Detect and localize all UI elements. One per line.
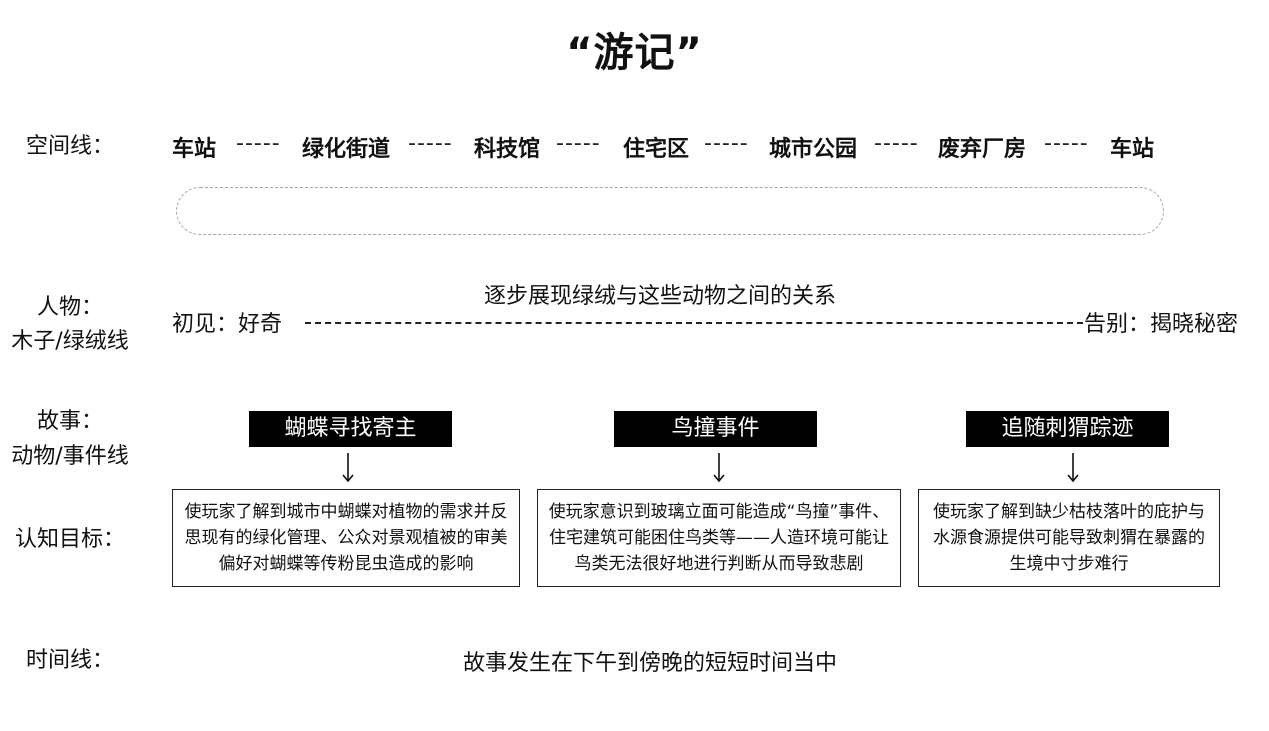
arrow-down-icon bbox=[342, 453, 354, 483]
place-abandoned-factory: 废弃厂房 bbox=[938, 137, 1027, 162]
character-line-label: 人物： bbox=[36, 295, 103, 320]
place-science-museum: 科技馆 bbox=[474, 137, 541, 162]
goal-hedgehog: 使玩家了解到缺少枯枝落叶的庇护与水源食源提供可能导致刺猬在暴露的生境中寸步难行 bbox=[918, 489, 1220, 587]
story-line-sublabel: 动物/事件线 bbox=[11, 444, 129, 469]
connector-1: ----- bbox=[236, 131, 281, 156]
event-bird-strike: 鸟撞事件 bbox=[614, 411, 817, 447]
event-hedgehog: 追随刺猬踪迹 bbox=[966, 411, 1169, 447]
character-line-sublabel: 木子/绿绒线 bbox=[11, 329, 129, 354]
page-title: “游记” bbox=[566, 30, 703, 76]
time-line-label: 时间线： bbox=[25, 648, 114, 673]
event-butterfly: 蝴蝶寻找寄主 bbox=[249, 411, 452, 447]
connector-4: ----- bbox=[704, 131, 749, 156]
connector-5: ----- bbox=[874, 131, 919, 156]
time-line-text: 故事发生在下午到傍晚的短短时间当中 bbox=[462, 651, 837, 676]
space-line-label: 空间线： bbox=[25, 134, 114, 159]
arrow-down-icon bbox=[713, 453, 725, 483]
connector-6: ----- bbox=[1044, 131, 1089, 156]
character-line-dashed bbox=[305, 322, 1083, 324]
place-station-end: 车站 bbox=[1110, 137, 1155, 162]
character-line-end: 告别：揭晓秘密 bbox=[1084, 312, 1239, 337]
place-city-park: 城市公园 bbox=[769, 137, 858, 162]
character-line-caption: 逐步展现绿绒与这些动物之间的关系 bbox=[483, 284, 836, 309]
place-green-street: 绿化街道 bbox=[302, 137, 391, 162]
place-residential-area: 住宅区 bbox=[623, 137, 690, 162]
connector-3: ----- bbox=[556, 131, 601, 156]
story-line-label: 故事： bbox=[36, 409, 103, 434]
place-station-start: 车站 bbox=[172, 137, 217, 162]
connector-2: ----- bbox=[408, 131, 453, 156]
goal-label: 认知目标： bbox=[14, 527, 125, 552]
space-line-track bbox=[176, 187, 1164, 235]
character-line-start: 初见：好奇 bbox=[172, 312, 283, 337]
arrow-down-icon bbox=[1067, 453, 1079, 483]
goal-butterfly: 使玩家了解到城市中蝴蝶对植物的需求并反思现有的绿化管理、公众对景观植被的审美偏好… bbox=[172, 489, 520, 587]
goal-bird-strike: 使玩家意识到玻璃立面可能造成“鸟撞”事件、住宅建筑可能困住鸟类等——人造环境可能… bbox=[537, 489, 901, 587]
